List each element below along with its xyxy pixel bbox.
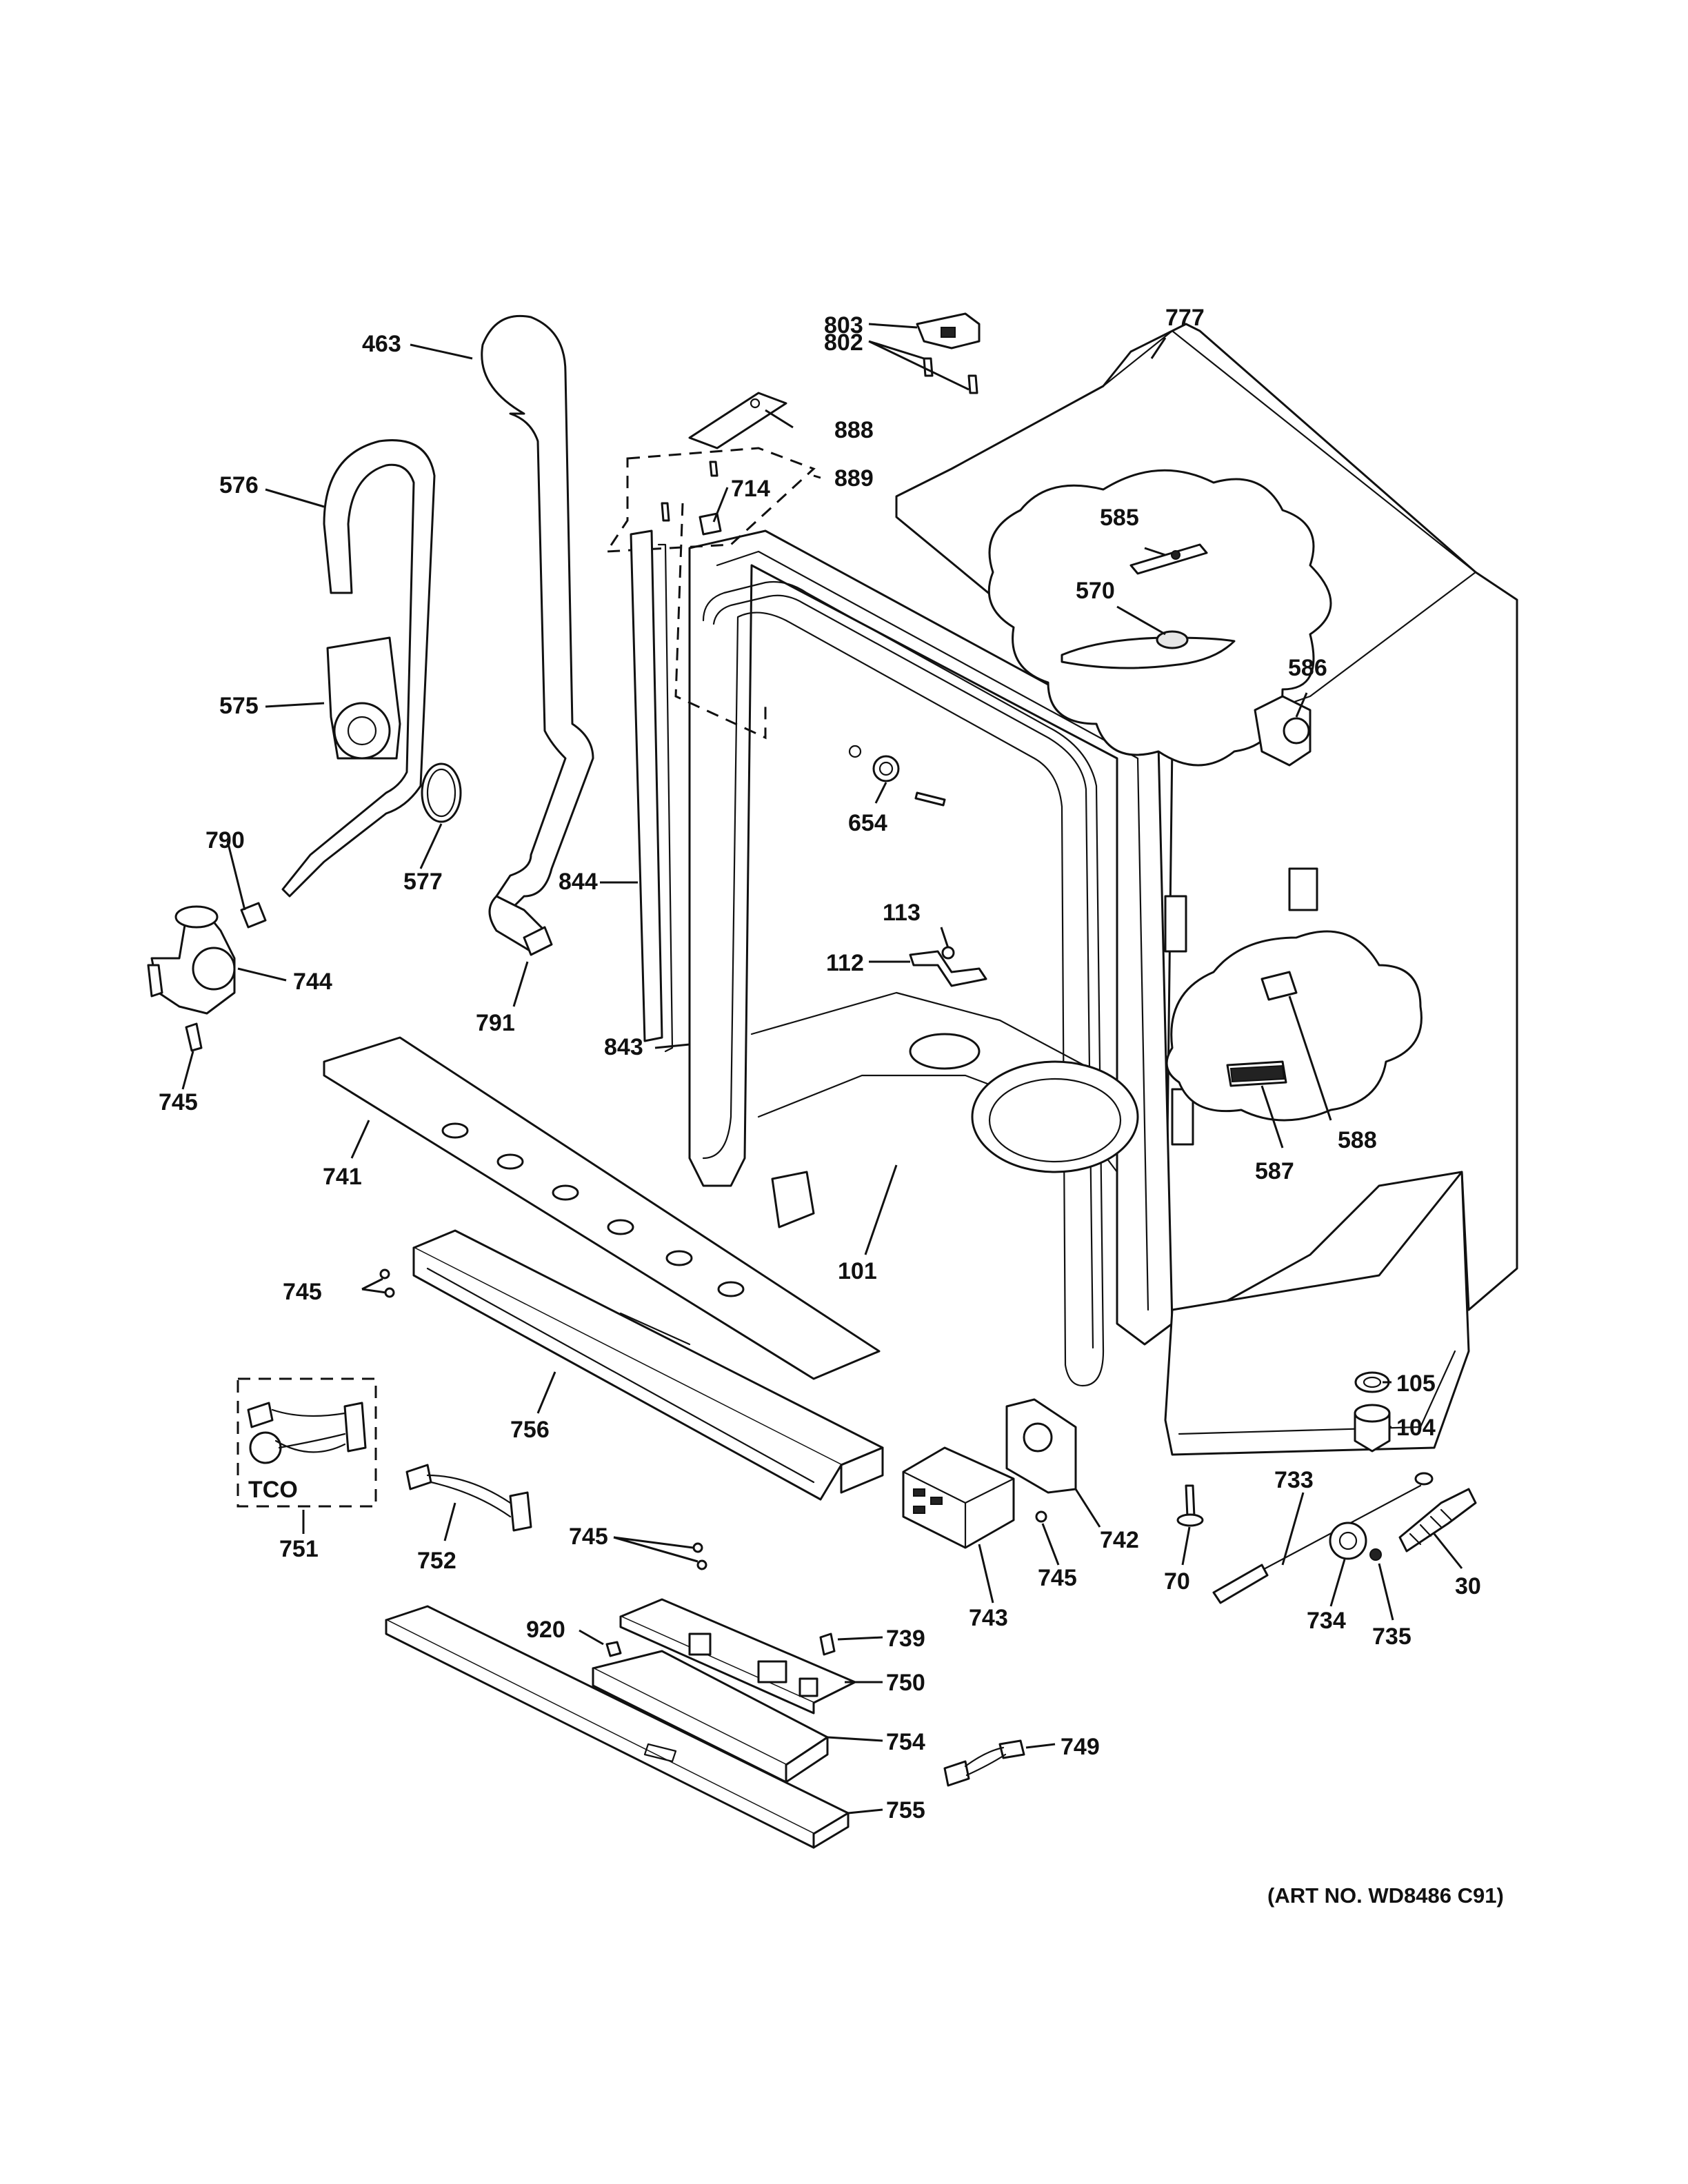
gasket-843 [657,543,674,1053]
callout-741: 741 [323,1164,362,1190]
callout-463: 463 [362,331,401,357]
callout-755: 755 [886,1797,925,1823]
connector-920 [605,1641,622,1657]
callout-777: 777 [1165,305,1205,331]
callout-588: 588 [1338,1127,1377,1153]
ring-577 [421,762,462,823]
art-number: (ART NO. WD8486 C91) [1267,1883,1504,1908]
callout-587: 587 [1255,1158,1294,1184]
hose-463 [481,314,594,953]
callout-714: 714 [731,476,770,502]
harness-751 [237,1377,377,1508]
gasket-844 [630,529,663,1042]
housing-754 [592,1650,829,1783]
callout-751: 751 [279,1536,319,1562]
callout-742: 742 [1100,1527,1139,1553]
box-743 [902,1446,1015,1549]
screw-745-a [185,1022,203,1052]
switch-803 [916,312,981,350]
callout-745-b: 745 [283,1279,322,1305]
callout-750: 750 [886,1670,925,1696]
callout-labels: 463 576 575 577 790 744 745 791 844 843 … [159,305,1481,1823]
clip-588 [1260,971,1298,1001]
callout-754: 754 [886,1729,925,1755]
callout-576: 576 [219,472,259,498]
callout-104: 104 [1396,1415,1436,1441]
screw-745-d [1035,1510,1047,1523]
callout-802: 802 [824,330,863,356]
callout-70: 70 [1164,1568,1190,1595]
callout-112: 112 [826,950,864,976]
tub-assembly [688,323,1518,1456]
callout-791: 791 [476,1010,515,1036]
callout-889: 889 [834,465,874,492]
callout-756: 756 [510,1417,550,1443]
tube-585 [1129,543,1208,575]
bracket-575 [326,636,401,760]
pin-70 [1176,1484,1204,1527]
callout-745-d: 745 [1038,1565,1077,1591]
bracket-kit-889 [605,447,816,740]
water-valve-744 [147,905,236,1015]
callout-844: 844 [559,869,598,895]
nut-104 [1354,1404,1391,1453]
screw-739 [819,1632,836,1656]
clamp-112 [909,946,987,987]
callout-749: 749 [1061,1734,1100,1760]
panel-741 [323,1036,881,1380]
callout-585: 585 [1100,505,1139,531]
spray-tube-587 [1226,1060,1287,1087]
callout-105: 105 [1396,1371,1436,1397]
callout-888: 888 [834,417,874,443]
clamp-791 [523,926,553,956]
leader-lines [181,323,1463,1814]
callout-843: 843 [604,1034,643,1060]
callout-654: 654 [848,810,887,836]
callout-30: 30 [1455,1573,1481,1599]
callout-743: 743 [969,1605,1008,1631]
callout-752: 752 [417,1548,456,1574]
screws-745-b [379,1268,395,1298]
callout-575: 575 [219,693,259,719]
harness-752 [405,1464,532,1532]
callout-745-a: 745 [159,1089,198,1115]
callout-577: 577 [403,869,443,895]
bracket-888 [688,392,787,449]
callout-744: 744 [293,969,332,995]
callout-733: 733 [1274,1467,1314,1493]
vent-654 [848,745,946,807]
pulley-734 [1329,1521,1367,1560]
harness-749 [943,1739,1025,1787]
spring-30 [1398,1488,1477,1553]
diverter-586 [1254,695,1312,767]
callout-101: 101 [838,1258,877,1284]
screws-802 [923,357,978,394]
callout-570: 570 [1076,578,1115,604]
hose-576 [281,439,436,898]
screw-735 [1369,1548,1382,1561]
callout-790: 790 [205,827,245,853]
channel-756 [412,1229,884,1501]
callout-734: 734 [1307,1608,1346,1634]
callout-739: 739 [886,1626,925,1652]
clamp-790 [240,902,267,929]
screws-745-c [692,1542,707,1570]
control-board-750 [619,1598,856,1715]
label-tco: TCO [248,1477,298,1503]
bracket-742 [1005,1398,1077,1494]
callout-803: 803 [824,312,863,338]
tray-755 [385,1605,850,1849]
callout-586: 586 [1288,655,1327,681]
spray-arm-570 [1061,630,1236,669]
callout-735: 735 [1372,1624,1411,1650]
callout-745-c: 745 [569,1524,608,1550]
callout-920: 920 [526,1617,565,1643]
callout-113: 113 [883,900,921,926]
